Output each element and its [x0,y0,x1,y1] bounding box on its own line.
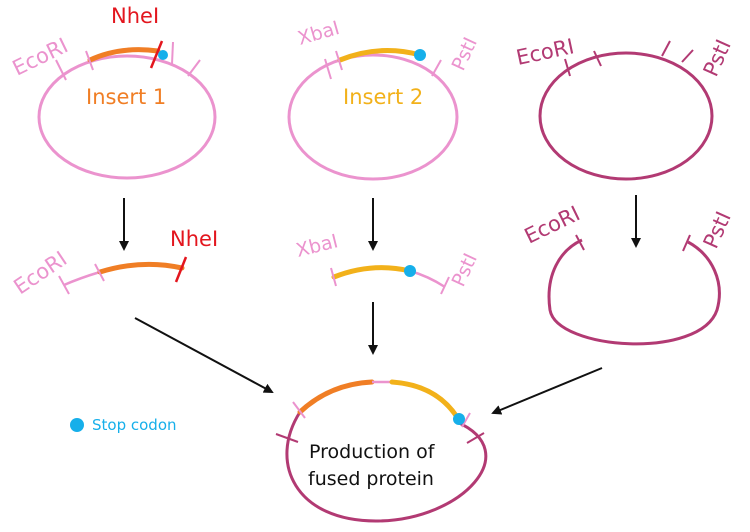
stop-codon-marker [404,265,416,277]
fragment-1-backbone-tail [63,270,101,287]
stop-codon-legend-icon [70,418,84,432]
psti-cut-mark [440,276,450,295]
insert-1-segment [87,47,161,63]
nhei-label: NheI [111,4,159,28]
xbai-label: XbaI [295,17,342,50]
psti-label: PstI [699,36,736,80]
opened-backbone: EcoRI PstI [521,201,736,346]
insert-2-label: Insert 2 [343,85,423,109]
plasmid-2: XbaI PstI Insert 2 [287,17,482,181]
fragment-2: XbaI PstI [294,230,482,295]
psti-cut-mark [682,234,691,252]
stop-codon-marker [414,49,426,61]
result-insert-2 [389,379,460,420]
fragment-1: EcoRI NheI [9,227,218,299]
plasmid-1-right-mark [171,41,174,65]
xbai-cut-mark [330,267,337,287]
stop-codon-legend-label: Stop codon [92,416,177,434]
ecori-cut-mark [575,234,585,251]
psti-cut-mark [431,59,442,77]
ecori-label: EcoRI [9,247,71,300]
result-right-outer-mark [466,432,485,444]
backbone-arc [547,238,721,346]
result-left-outer-mark [275,433,299,443]
plasmid-1: EcoRI NheI Insert 1 [9,4,217,180]
fragment-1-insert [97,261,185,275]
plasmid-1-far-right-mark [187,59,201,77]
xbai-cut-mark [335,50,343,71]
plasmid-3-right-mark [661,40,671,57]
xbai-cut-mark-left [324,58,332,80]
nhei-cut-mark [149,40,164,69]
stop-codon-marker [158,50,168,60]
psti-label: PstI [448,34,482,74]
legend: Stop codon [70,416,177,434]
ecori-cut-mark [58,275,70,295]
result-psti-cut-mark [461,412,471,428]
result-label-line-2: fused protein [308,468,434,490]
arrow-fragment-1 [134,317,274,393]
result-backbone-arc [285,411,488,523]
result-plasmid: Production of fused protein [275,379,488,523]
plasmid-3-ring [538,51,714,181]
plasmid-3-left-mark-2 [593,50,602,67]
fragment-1-left-mark [94,263,105,282]
plasmid-2-ring [287,53,459,181]
psti-label: PstI [448,250,482,290]
insert-2-segment [337,48,423,63]
plasmid-1-ring [37,54,217,180]
result-insert-1 [297,379,375,415]
stop-codon-marker [453,413,465,425]
insert-1-left-mark [85,50,94,71]
xbai-label: XbaI [294,230,340,262]
psti-label: PstI [699,208,736,252]
result-ecori-cut-mark [292,401,306,419]
ecori-cut-mark [564,58,571,77]
psti-cut-mark [681,49,694,63]
insert-1-label: Insert 1 [86,85,166,109]
arrow-backbone [491,367,603,415]
nhei-cut-mark [174,256,188,283]
result-label-line-1: Production of [309,441,436,463]
nhei-label: NheI [170,227,218,251]
ecori-label: EcoRI [521,201,584,248]
plasmid-3: EcoRI PstI [514,34,736,181]
fragment-2-insert [331,265,413,280]
ecori-cut-mark [55,59,67,81]
